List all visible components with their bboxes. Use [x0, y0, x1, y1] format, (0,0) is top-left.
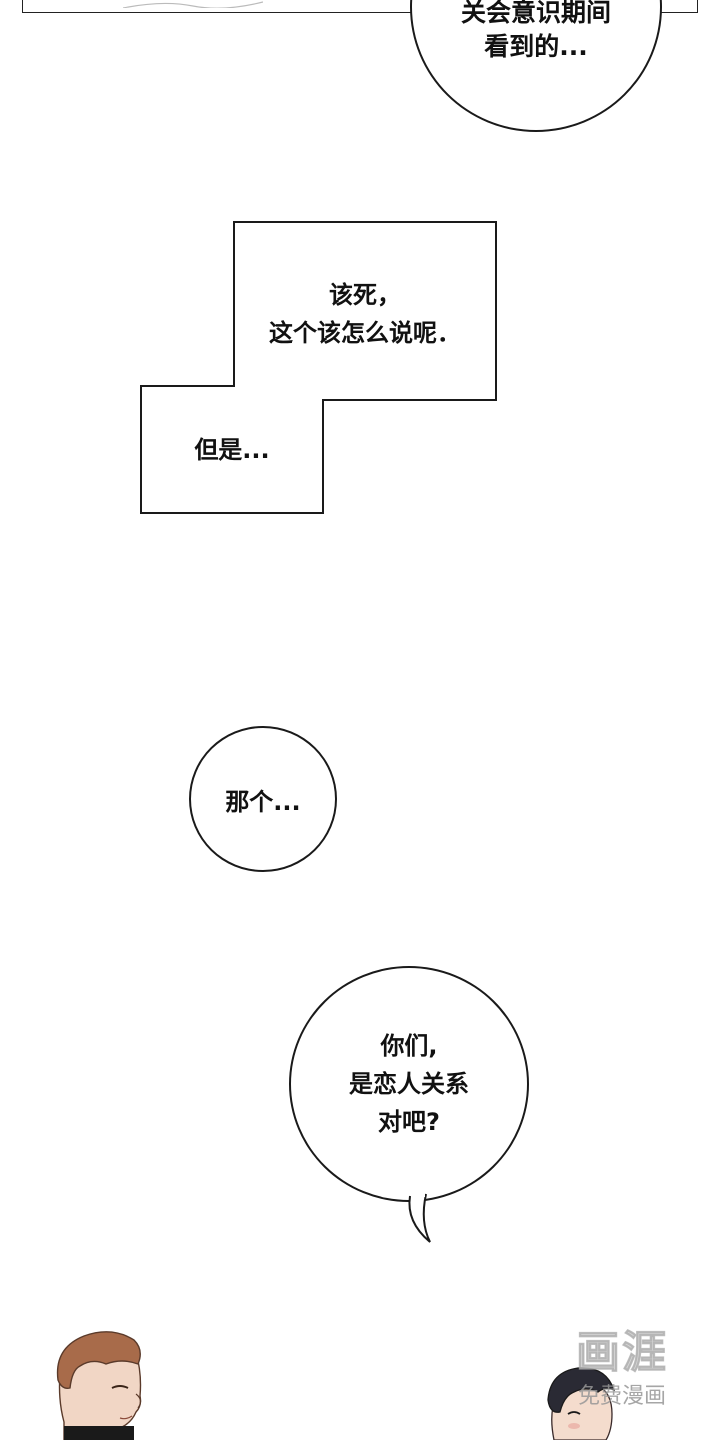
bubble-top-line2: 看到的... [484, 32, 588, 61]
watermark-title: 画涯 [576, 1327, 668, 1379]
narration-line-2: 这个该怎么说呢． [269, 319, 461, 347]
speech-bubble-top: 关会意识期间 看到的... [410, 0, 662, 132]
watermark-subtitle: 免费漫画 [577, 1384, 666, 1409]
panel-art-fragment [123, 1, 263, 8]
bubble-large-line2: 是恋人关系 [349, 1070, 469, 1098]
narration-line-1: 该死， [329, 281, 401, 309]
speech-bubble-small: 那个... [189, 726, 337, 872]
speech-bubble-tail [408, 1192, 431, 1243]
bubble-large-line1: 你们, [380, 1032, 438, 1060]
watermark-logo: 画涯 免费漫画 [552, 1316, 692, 1410]
bubble-top-line1: 关会意识期间 [460, 0, 611, 27]
character-right-illustration [547, 1367, 616, 1440]
bubble-large-line3: 对吧? [378, 1108, 440, 1136]
narration-line-3: 但是... [194, 436, 270, 464]
character-left-illustration [56, 1331, 142, 1440]
bubble-small-text: 那个... [225, 787, 301, 816]
speech-bubble-large: 你们, 是恋人关系 对吧? [289, 966, 529, 1202]
narration-box [140, 221, 497, 514]
narration-text-upper: 该死， 这个该怎么说呢． [236, 276, 494, 352]
